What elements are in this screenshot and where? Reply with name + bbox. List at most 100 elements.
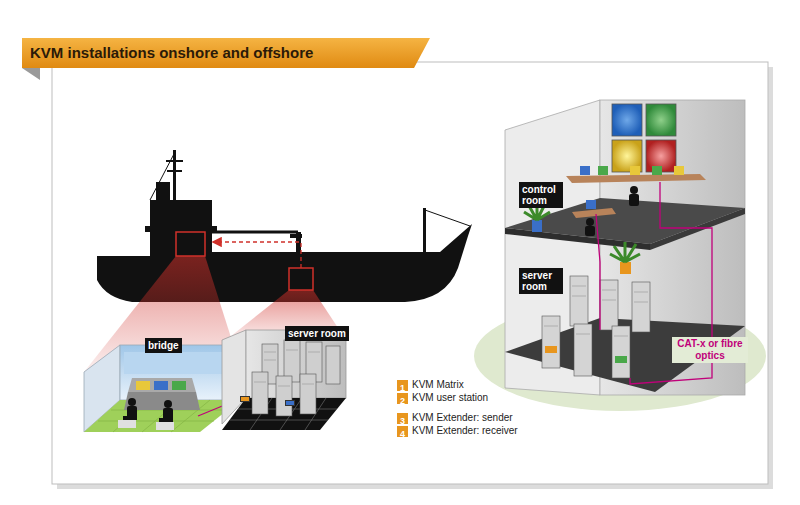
control-desk: [630, 166, 640, 175]
onshore-building: [474, 100, 766, 411]
plants: [610, 242, 640, 262]
server-racks: [570, 276, 588, 326]
ship-server-inset: [285, 400, 295, 406]
frame: [52, 62, 768, 484]
callout-number: 3: [400, 416, 405, 426]
bridge-inset: [136, 381, 150, 390]
server-racks: [574, 324, 592, 376]
ship-rigging: [150, 152, 470, 232]
ship-server-inset: [308, 352, 320, 353]
ship-server-inset: [240, 396, 250, 402]
room-tag: server room: [519, 268, 563, 294]
control-desk: [586, 200, 596, 209]
ship-silhouette: [173, 150, 176, 202]
control-desk: [630, 186, 638, 194]
ship-server-inset: [286, 401, 294, 405]
ship-server-inset: [254, 350, 320, 386]
tag-text: server room: [288, 328, 346, 339]
bridge-inset: [123, 398, 173, 422]
ship-silhouette: [166, 160, 183, 162]
legend-text: KVM Matrix: [412, 379, 464, 391]
server-racks: [542, 316, 560, 368]
onshore-building: [615, 356, 627, 363]
onshore-building: [634, 302, 648, 303]
onshore-building: [602, 300, 616, 301]
ship-silhouette: [97, 150, 472, 302]
ship-silhouette: [167, 170, 182, 172]
title-text: KVM installations onshore and offshore: [30, 44, 313, 62]
control-desk: [566, 174, 706, 183]
ship-server-inset: [302, 384, 314, 385]
ship-server-inset: [300, 374, 316, 414]
room-tag: control room: [519, 182, 563, 208]
ship-server-inset: [230, 420, 328, 421]
server-racks: [632, 282, 650, 332]
title-banner: [22, 68, 40, 80]
onshore-building: [634, 292, 648, 293]
room-tag: server room: [285, 326, 349, 341]
plants: [524, 200, 640, 274]
bridge-inset: [128, 398, 136, 406]
ship-silhouette: [290, 234, 302, 238]
ship-server-inset: [252, 340, 340, 416]
plants: [532, 220, 542, 232]
bridge-inset: [156, 422, 174, 430]
control-desk: [585, 226, 595, 236]
onshore-building: [544, 326, 558, 327]
ship-silhouette: [423, 208, 426, 254]
control-desk: [598, 166, 608, 175]
ship-rigging: [150, 152, 175, 200]
onshore-building: [545, 346, 557, 353]
legend-text: KVM Extender: sender: [412, 412, 513, 424]
tag-text: control room: [522, 184, 560, 206]
ship-server-inset: [276, 376, 292, 416]
tag-text: server room: [522, 270, 560, 292]
ship-server-inset: [254, 382, 266, 383]
ship-server-inset: [222, 330, 346, 430]
server-racks: [600, 280, 618, 330]
ship-server-inset: [264, 360, 276, 361]
legend-text: KVM user station: [412, 392, 488, 404]
onshore-building: [572, 296, 586, 297]
onshore-building: [612, 104, 642, 136]
highlight-boxes: [176, 232, 205, 256]
ship-server-inset: [241, 397, 249, 401]
control-desk: [580, 166, 590, 175]
bridge-inset: [154, 381, 168, 390]
title-banner: [22, 38, 430, 80]
highlight-boxes: [289, 268, 313, 290]
frame: [52, 62, 773, 489]
callout-number: 1: [400, 383, 405, 393]
server-racks: [612, 326, 630, 378]
ship-server-inset: [252, 372, 268, 414]
control-desk: [674, 166, 684, 175]
onshore-building: [650, 208, 745, 250]
control-desk: [652, 166, 662, 175]
title-banner: [22, 38, 430, 68]
onshore-building: [572, 286, 586, 287]
legend-swatch: 1: [397, 380, 408, 391]
legend-swatch: 2: [397, 393, 408, 404]
control-desk: [572, 208, 616, 218]
bridge-inset: [118, 420, 136, 428]
callout-number: 2: [400, 396, 405, 406]
control-desk: [629, 194, 639, 206]
bridge-inset: [159, 418, 173, 422]
bridge-inset: [84, 345, 240, 432]
onshore-building: [505, 228, 650, 250]
plants: [620, 262, 631, 274]
ship-rigging: [212, 231, 298, 234]
ship-server-inset: [286, 350, 298, 351]
bridge-inset: [128, 378, 196, 392]
control-desk: [586, 218, 594, 226]
tag-text: bridge: [148, 340, 179, 351]
bridge-inset: [98, 421, 214, 422]
cable-label: CAT-x or fibre optics: [672, 337, 748, 363]
onshore-building: [646, 104, 676, 136]
bridge-inset: [164, 400, 172, 408]
ship-server-inset: [326, 346, 340, 384]
onshore-building: [602, 290, 616, 291]
bridge-inset: [172, 381, 186, 390]
onshore-building: [614, 336, 628, 337]
